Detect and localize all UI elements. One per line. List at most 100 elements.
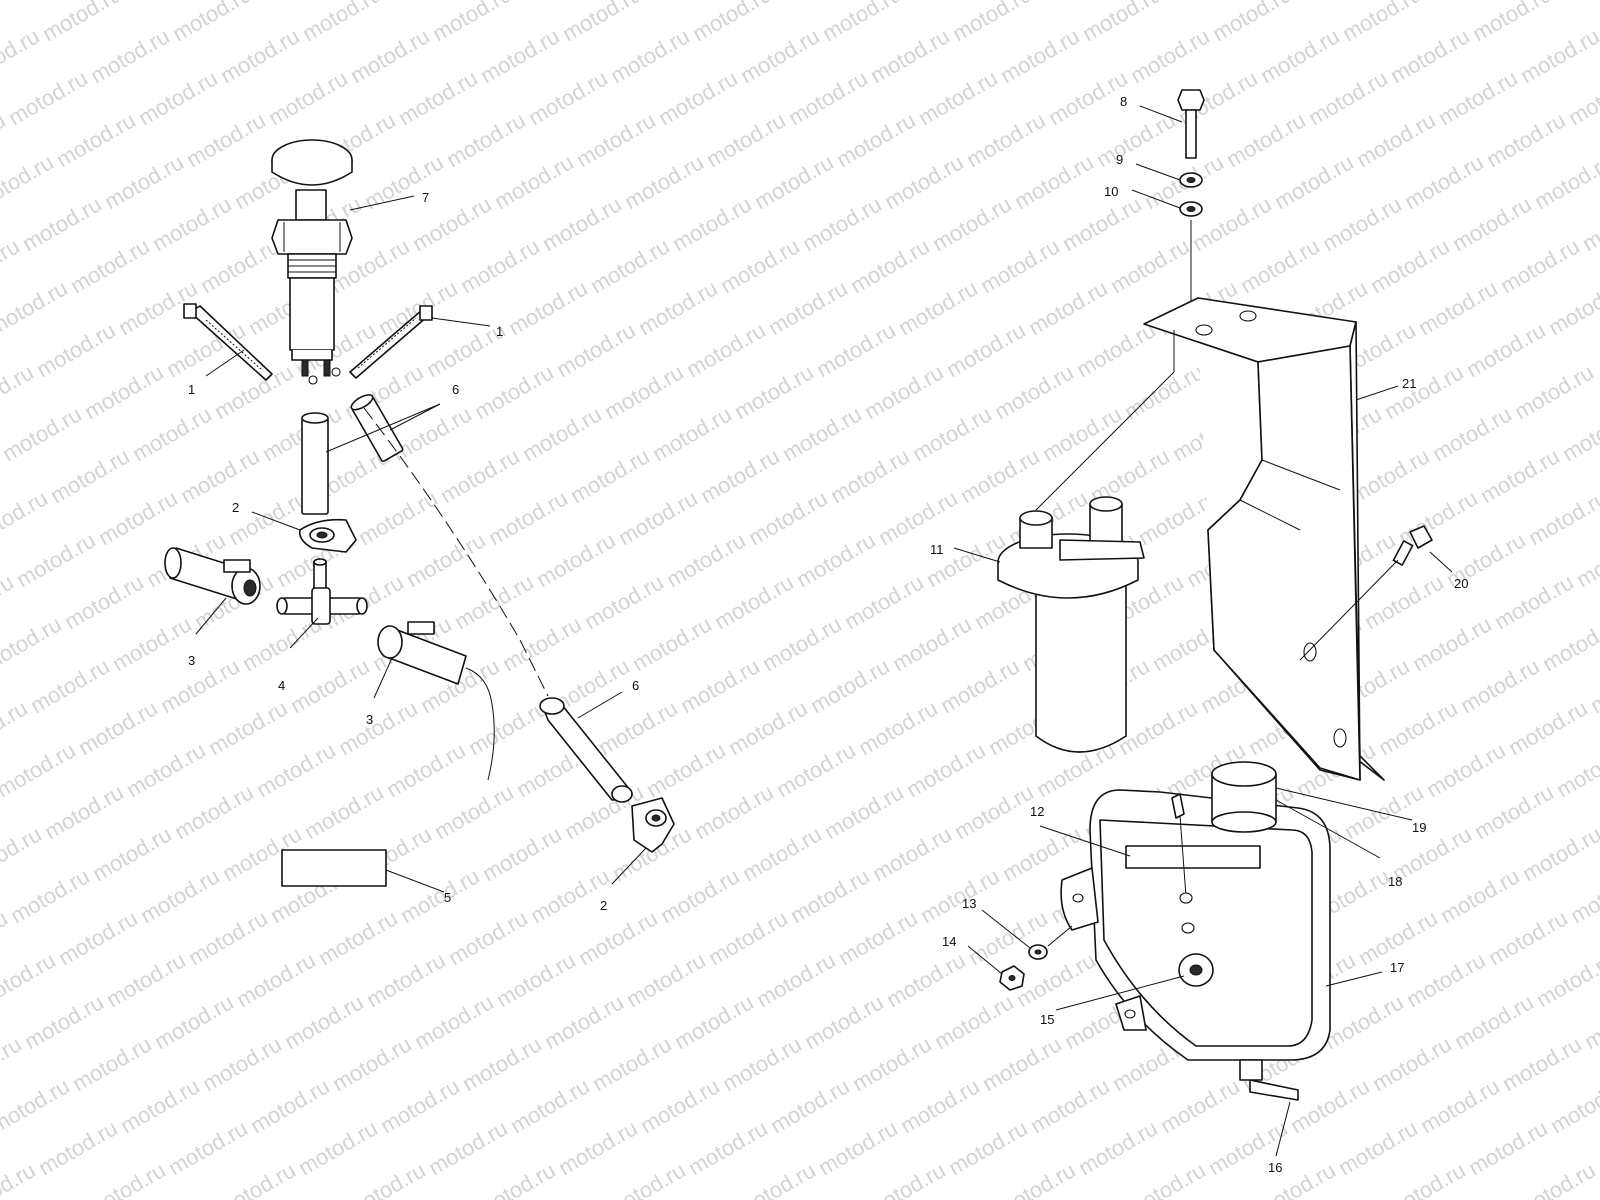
filler-neck <box>1211 761 1277 833</box>
watermark-text: motod.ru <box>1572 527 1600 592</box>
watermark-text: motod.ru <box>374 275 462 340</box>
watermark-text: motod.ru <box>1380 359 1468 424</box>
watermark-text: motod.ru <box>1578 191 1600 256</box>
watermark-text: motod.ru <box>558 0 646 46</box>
callout-21: 21 <box>1402 376 1416 391</box>
watermark-text: motod.ru <box>94 485 182 550</box>
watermark-text: motod.ru <box>1160 0 1248 4</box>
watermark-text: motod.ru <box>1420 0 1508 4</box>
watermark-text: motod.ru <box>354 485 442 550</box>
watermark-text: motod.ru <box>1256 23 1344 88</box>
watermark-text: motod.ru <box>854 695 942 760</box>
watermark-text: motod.ru <box>136 863 224 928</box>
watermark-text: motod.ru <box>490 149 578 214</box>
watermark-text: motod.ru <box>1156 1073 1244 1138</box>
callout-3-right: 3 <box>366 712 373 727</box>
watermark-text: motod.ru <box>82 1157 170 1200</box>
watermark-text: motod.ru <box>524 65 612 130</box>
watermark-text: motod.ru <box>784 65 872 130</box>
watermark-text: motod.ru <box>1188 191 1276 256</box>
watermark-text: motod.ru <box>772 737 860 802</box>
watermark-text: motod.ru <box>798 191 886 256</box>
callout-19: 19 <box>1412 820 1426 835</box>
watermark-text: motod.ru <box>688 0 776 46</box>
watermark-text: motod.ru <box>1490 569 1578 634</box>
watermark-text: motod.ru <box>922 527 1010 592</box>
watermark-text: motod.ru <box>554 1115 642 1180</box>
watermark-text: motod.ru <box>0 1157 40 1200</box>
watermark-text: motod.ru <box>26 653 114 718</box>
watermark-text: motod.ru <box>916 863 1004 928</box>
watermark-text: motod.ru <box>74 695 162 760</box>
watermark-text: motod.ru <box>402 527 490 592</box>
watermark-text: motod.ru <box>902 737 990 802</box>
watermark-text: motod.ru <box>456 233 544 298</box>
watermark-text: motod.ru <box>540 989 628 1054</box>
watermark-text: motod.ru <box>232 947 320 1012</box>
watermark-text: motod.ru <box>1382 1157 1470 1200</box>
watermark-text: motod.ru <box>170 779 258 844</box>
watermark-text: motod.ru <box>826 443 914 508</box>
watermark-text: motod.ru <box>68 1031 156 1096</box>
watermark-text: motod.ru <box>252 737 340 802</box>
fuel-filter <box>997 496 1145 753</box>
watermark-text: motod.ru <box>634 275 722 340</box>
watermark-text: motod.ru <box>472 1157 560 1200</box>
watermark-text: motod.ru <box>1270 149 1358 214</box>
watermark-text: motod.ru <box>978 1031 1066 1096</box>
watermark-text: motod.ru <box>1586 653 1600 718</box>
watermark-text: motod.ru <box>1538 611 1600 676</box>
watermark-text: motod.ru <box>1532 947 1600 1012</box>
watermark-text: motod.ru <box>944 1115 1032 1180</box>
watermark-text: motod.ru <box>948 0 1036 46</box>
watermark-text: motod.ru <box>334 695 422 760</box>
watermark-text: motod.ru <box>484 485 572 550</box>
watermark-text: motod.ru <box>1558 401 1600 466</box>
watermark-text: motod.ru <box>0 233 24 298</box>
watermark-text: motod.ru <box>914 65 1002 130</box>
watermark-text: motod.ru <box>52 107 140 172</box>
washer-small <box>1028 944 1048 960</box>
watermark-text: motod.ru <box>1024 275 1112 340</box>
callout-20: 20 <box>1454 576 1468 591</box>
watermark-text: motod.ru <box>1010 149 1098 214</box>
watermark-text: motod.ru <box>1464 1115 1552 1180</box>
watermark-text: motod.ru <box>642 737 730 802</box>
watermark-text: motod.ru <box>1394 485 1482 550</box>
watermark-text: motod.ru <box>1448 191 1536 256</box>
watermark-text: motod.ru <box>622 947 710 1012</box>
watermark-text: motod.ru <box>382 737 470 802</box>
watermark-text: motod.ru <box>1462 317 1550 382</box>
watermark-text: motod.ru <box>538 191 626 256</box>
watermark-text: motod.ru <box>662 527 750 592</box>
fuel-line-upper <box>301 394 404 515</box>
watermark-text: motod.ru <box>704 905 792 970</box>
watermark-text: motod.ru <box>738 821 826 886</box>
watermark-text: motod.ru <box>1114 695 1202 760</box>
watermark-text: motod.ru <box>12 527 100 592</box>
watermark-text: motod.ru <box>1368 1031 1456 1096</box>
watermark-text: motod.ru <box>716 233 804 298</box>
watermark-text: motod.ru <box>820 779 908 844</box>
watermark-text: motod.ru <box>0 149 58 214</box>
watermark-text: motod.ru <box>1360 569 1448 634</box>
watermark-text: motod.ru <box>1482 107 1570 172</box>
watermark-text: motod.ru <box>34 1115 122 1180</box>
watermark-text: motod.ru <box>792 527 880 592</box>
watermark-text: motod.ru <box>1408 611 1496 676</box>
watermark-text: motod.ru <box>950 779 1038 844</box>
watermark-text: motod.ru <box>0 695 32 760</box>
watermark-text: motod.ru <box>116 1073 204 1138</box>
watermark-text: motod.ru <box>710 569 798 634</box>
watermark-text: motod.ru <box>0 485 52 550</box>
watermark-text: motod.ru <box>1252 1157 1340 1200</box>
watermark-text: motod.ru <box>874 485 962 550</box>
watermark-text: motod.ru <box>4 65 92 130</box>
watermark-text: motod.ru <box>394 65 482 130</box>
watermark-text: motod.ru <box>668 191 756 256</box>
callout-labels: 7 1 1 6 2 3 4 3 6 2 5 8 9 10 11 12 13 14… <box>188 94 1468 1175</box>
watermark-text: motod.ru <box>690 779 778 844</box>
watermark-text: motod.ru <box>1518 821 1600 886</box>
watermark-text: motod.ru <box>880 149 968 214</box>
